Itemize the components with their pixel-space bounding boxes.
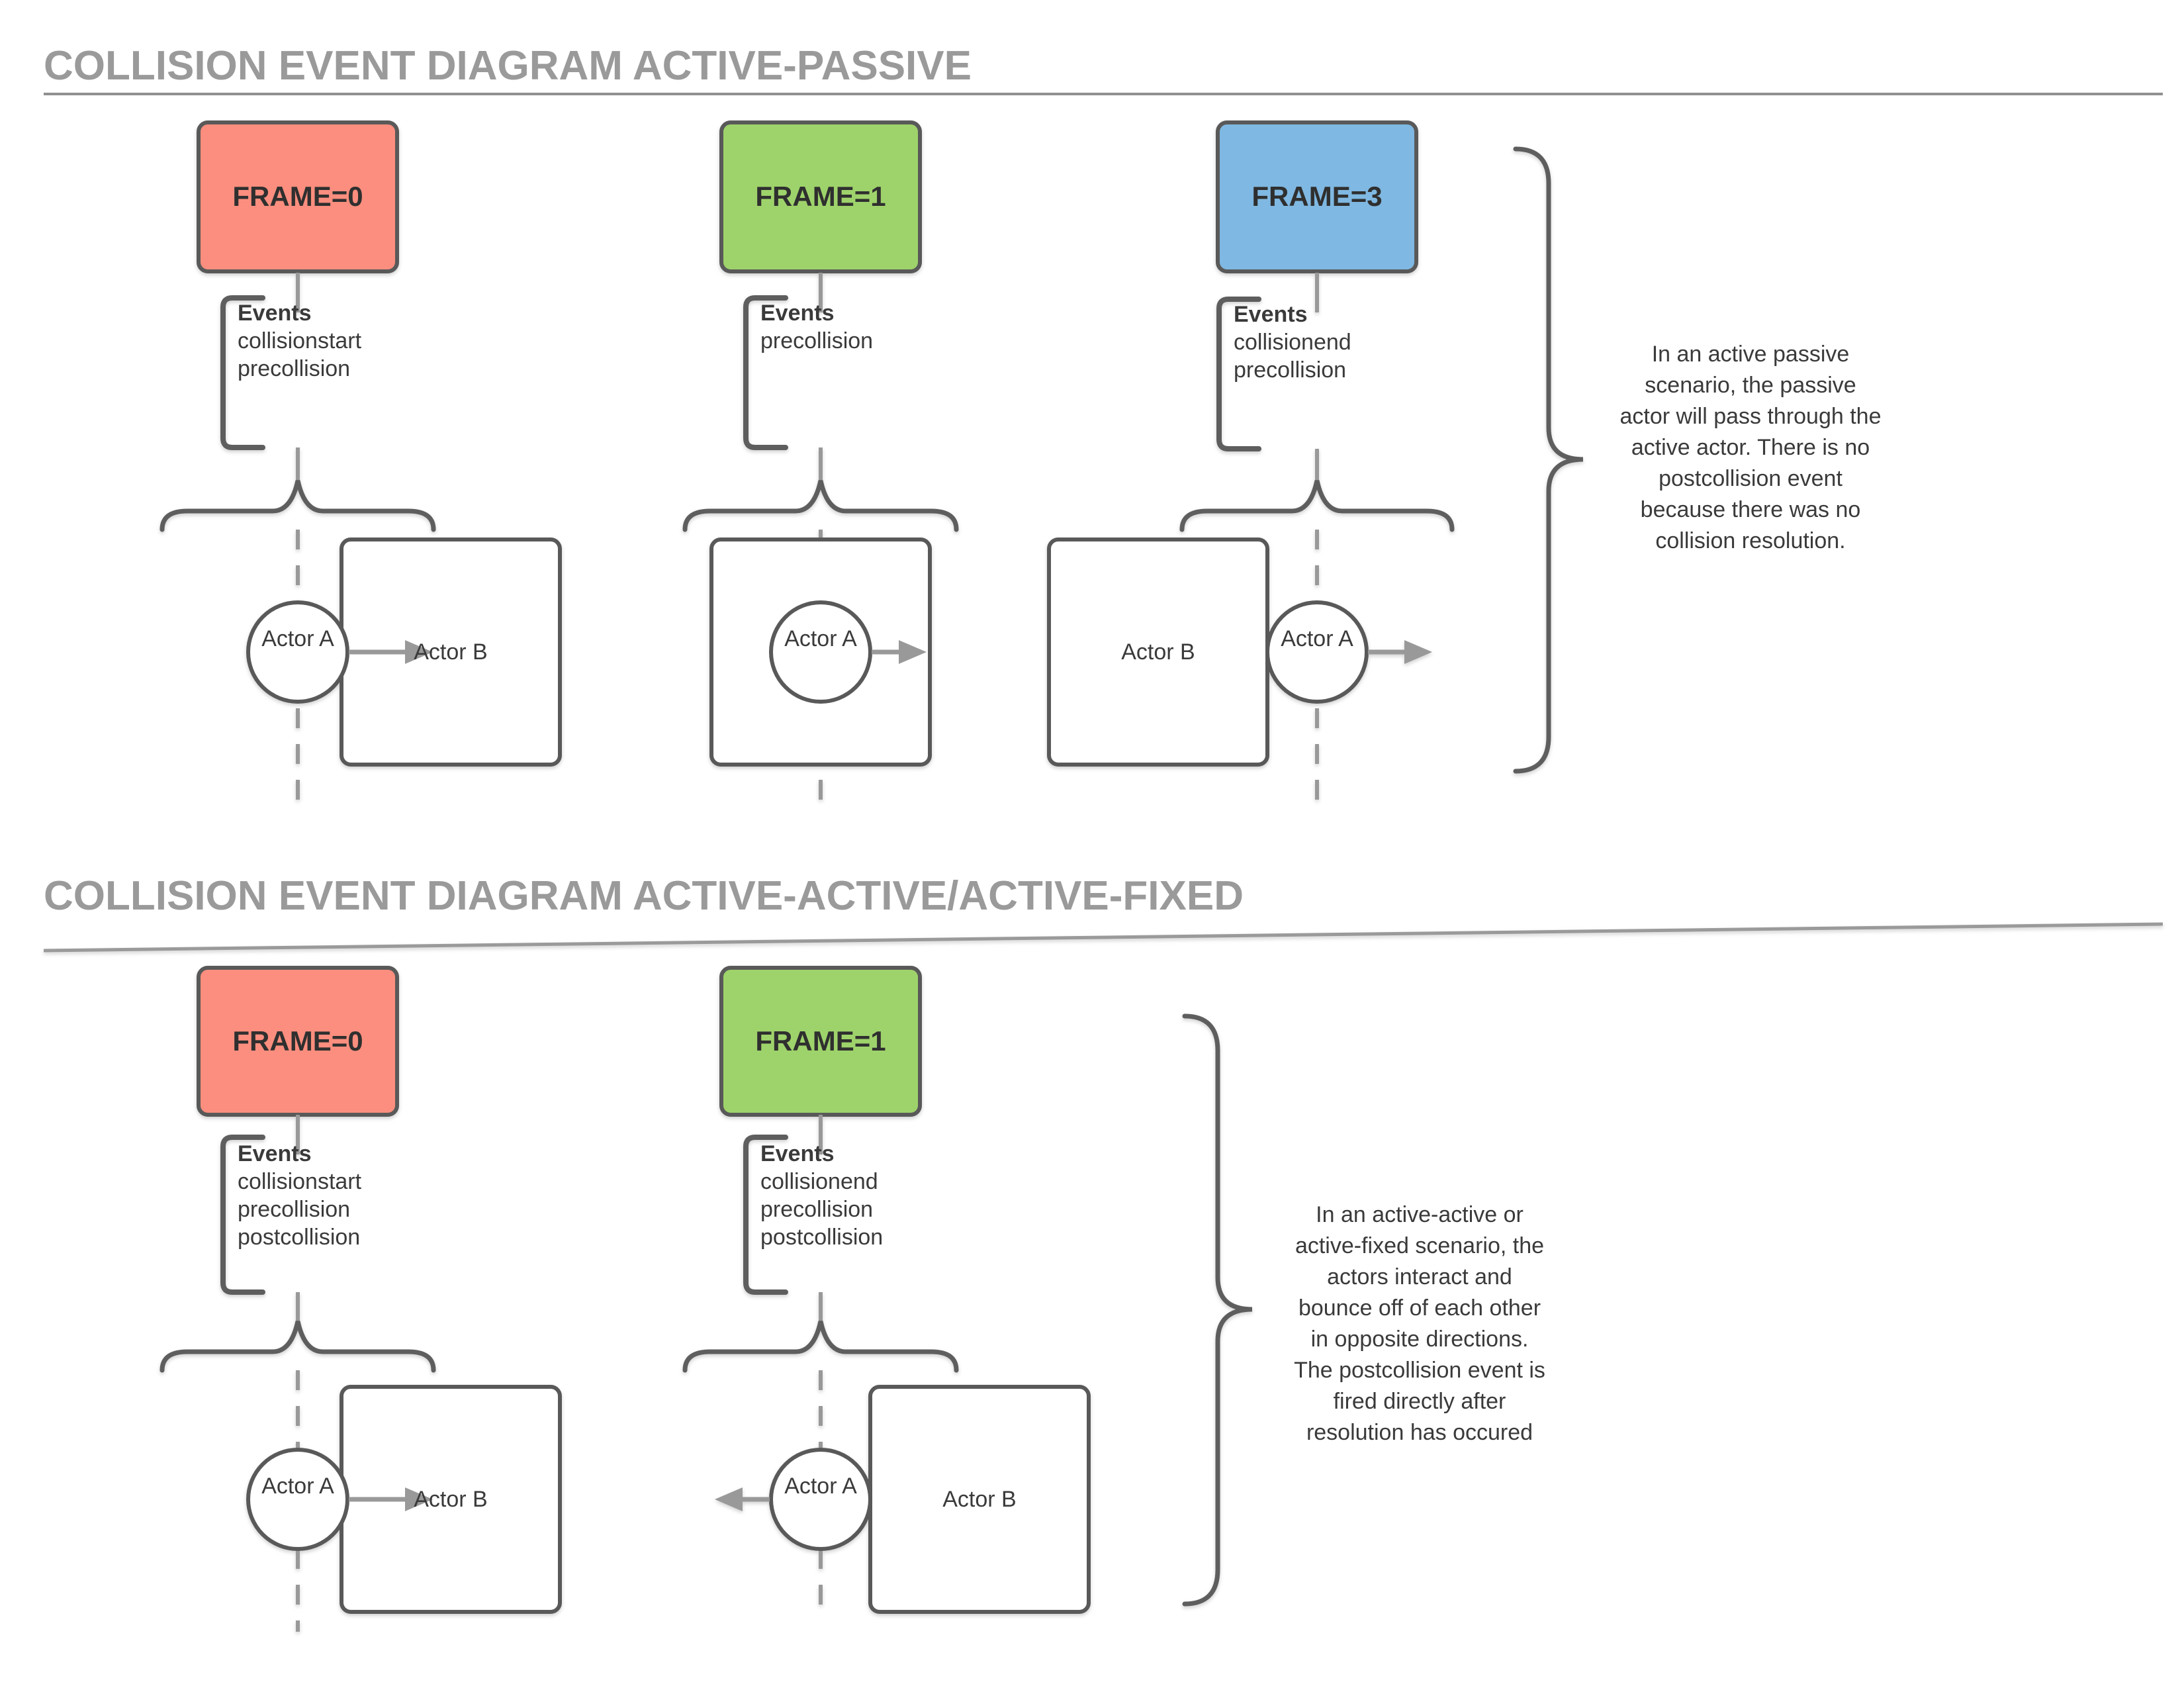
arrow-right — [872, 640, 927, 664]
events-title: Events — [238, 1141, 312, 1166]
note-line: bounce off of each other — [1298, 1295, 1541, 1321]
actor-b-label: Actor B — [414, 639, 488, 665]
note-line: active actor. There is no — [1631, 435, 1870, 460]
actor-a-circle — [769, 1448, 872, 1551]
timeline-brace — [159, 1321, 436, 1373]
note-line: scenario, the passive — [1645, 373, 1856, 398]
section1-title-rule — [44, 93, 2163, 95]
event-item: collisionstart — [238, 1169, 362, 1194]
note-brace — [1513, 146, 1584, 774]
event-item: precollision — [760, 1197, 874, 1222]
note-line: In an active-active or — [1316, 1202, 1524, 1227]
events-list: Events collisionend precollision postcol… — [760, 1140, 883, 1251]
arrow-right — [1368, 640, 1432, 664]
events-title: Events — [238, 301, 312, 326]
actor-a-label: Actor A — [261, 626, 334, 651]
actor-a-label: Actor A — [261, 1474, 334, 1499]
frame0-box-top — [197, 120, 399, 273]
note-line: in opposite directions. — [1310, 1327, 1529, 1352]
frame-label: FRAME=1 — [755, 181, 886, 212]
event-item: precollision — [760, 328, 874, 353]
actor-a-circle — [246, 1448, 349, 1551]
event-item: postcollision — [760, 1225, 884, 1250]
event-item: precollision — [1234, 357, 1347, 383]
timeline-brace — [682, 1321, 959, 1373]
frame-label: FRAME=0 — [232, 181, 363, 212]
note-line: actors interact and — [1327, 1264, 1512, 1289]
note-line: postcollision event — [1659, 466, 1843, 491]
section1-note: In an active passive scenario, the passi… — [1552, 339, 1949, 557]
event-item: collisionstart — [238, 328, 362, 353]
actor-a-label: Actor A — [784, 1474, 857, 1499]
events-title: Events — [760, 301, 835, 326]
event-item: precollision — [238, 356, 351, 381]
note-line: actor will pass through the — [1619, 404, 1882, 429]
actor-b-label: Actor B — [1121, 639, 1195, 665]
timeline-brace — [682, 480, 959, 532]
frame-label: FRAME=3 — [1251, 181, 1383, 212]
events-list: Events collisionstart precollision postc… — [238, 1140, 361, 1251]
section1-title: COLLISION EVENT DIAGRAM ACTIVE-PASSIVE — [44, 43, 972, 89]
events-list: Events collisionstart precollision — [238, 299, 361, 383]
timeline-brace — [1179, 480, 1455, 532]
note-line: collision resolution. — [1655, 528, 1846, 553]
note-brace — [1182, 1013, 1253, 1607]
actor-b-label: Actor B — [414, 1487, 488, 1512]
actor-a-label: Actor A — [784, 626, 857, 651]
event-item: collisionend — [760, 1169, 878, 1194]
actor-a-circle — [769, 600, 872, 704]
note-line: The postcollision event is — [1294, 1358, 1545, 1383]
timeline-brace — [159, 480, 436, 532]
note-line: because there was no — [1640, 497, 1861, 522]
events-bracket — [220, 295, 265, 450]
event-item: precollision — [238, 1197, 351, 1222]
frame-label: FRAME=1 — [755, 1025, 886, 1056]
note-line: resolution has occured — [1306, 1420, 1533, 1445]
actor-a-circle — [246, 600, 349, 704]
actor-a-label: Actor A — [1281, 626, 1353, 651]
arrow-right — [349, 640, 433, 664]
events-bracket — [1216, 297, 1261, 451]
event-item: collisionend — [1234, 330, 1351, 355]
section2-title: COLLISION EVENT DIAGRAM ACTIVE-ACTIVE/AC… — [44, 873, 1244, 919]
actor-a-circle — [1265, 600, 1369, 704]
frame3-box-top — [1216, 120, 1418, 273]
events-title: Events — [760, 1141, 835, 1166]
events-bracket — [743, 1135, 788, 1295]
note-line: In an active passive — [1651, 342, 1850, 367]
section-divider-line — [43, 922, 2163, 953]
note-line: active-fixed scenario, the — [1295, 1233, 1545, 1258]
section2-note: In an active-active or active-fixed scen… — [1221, 1199, 1618, 1448]
arrow-left — [715, 1487, 770, 1511]
frame-label: FRAME=0 — [232, 1025, 363, 1056]
actor-b-label: Actor B — [942, 1487, 1017, 1512]
events-bracket — [220, 1135, 265, 1295]
event-item: postcollision — [238, 1225, 361, 1250]
note-line: fired directly after — [1333, 1389, 1506, 1414]
events-list: Events collisionend precollision — [1234, 301, 1351, 384]
events-title: Events — [1234, 302, 1308, 327]
events-list: Events precollision — [760, 299, 873, 355]
events-bracket — [743, 295, 788, 450]
arrow-right — [349, 1487, 433, 1511]
frame1-box-top — [719, 120, 922, 273]
